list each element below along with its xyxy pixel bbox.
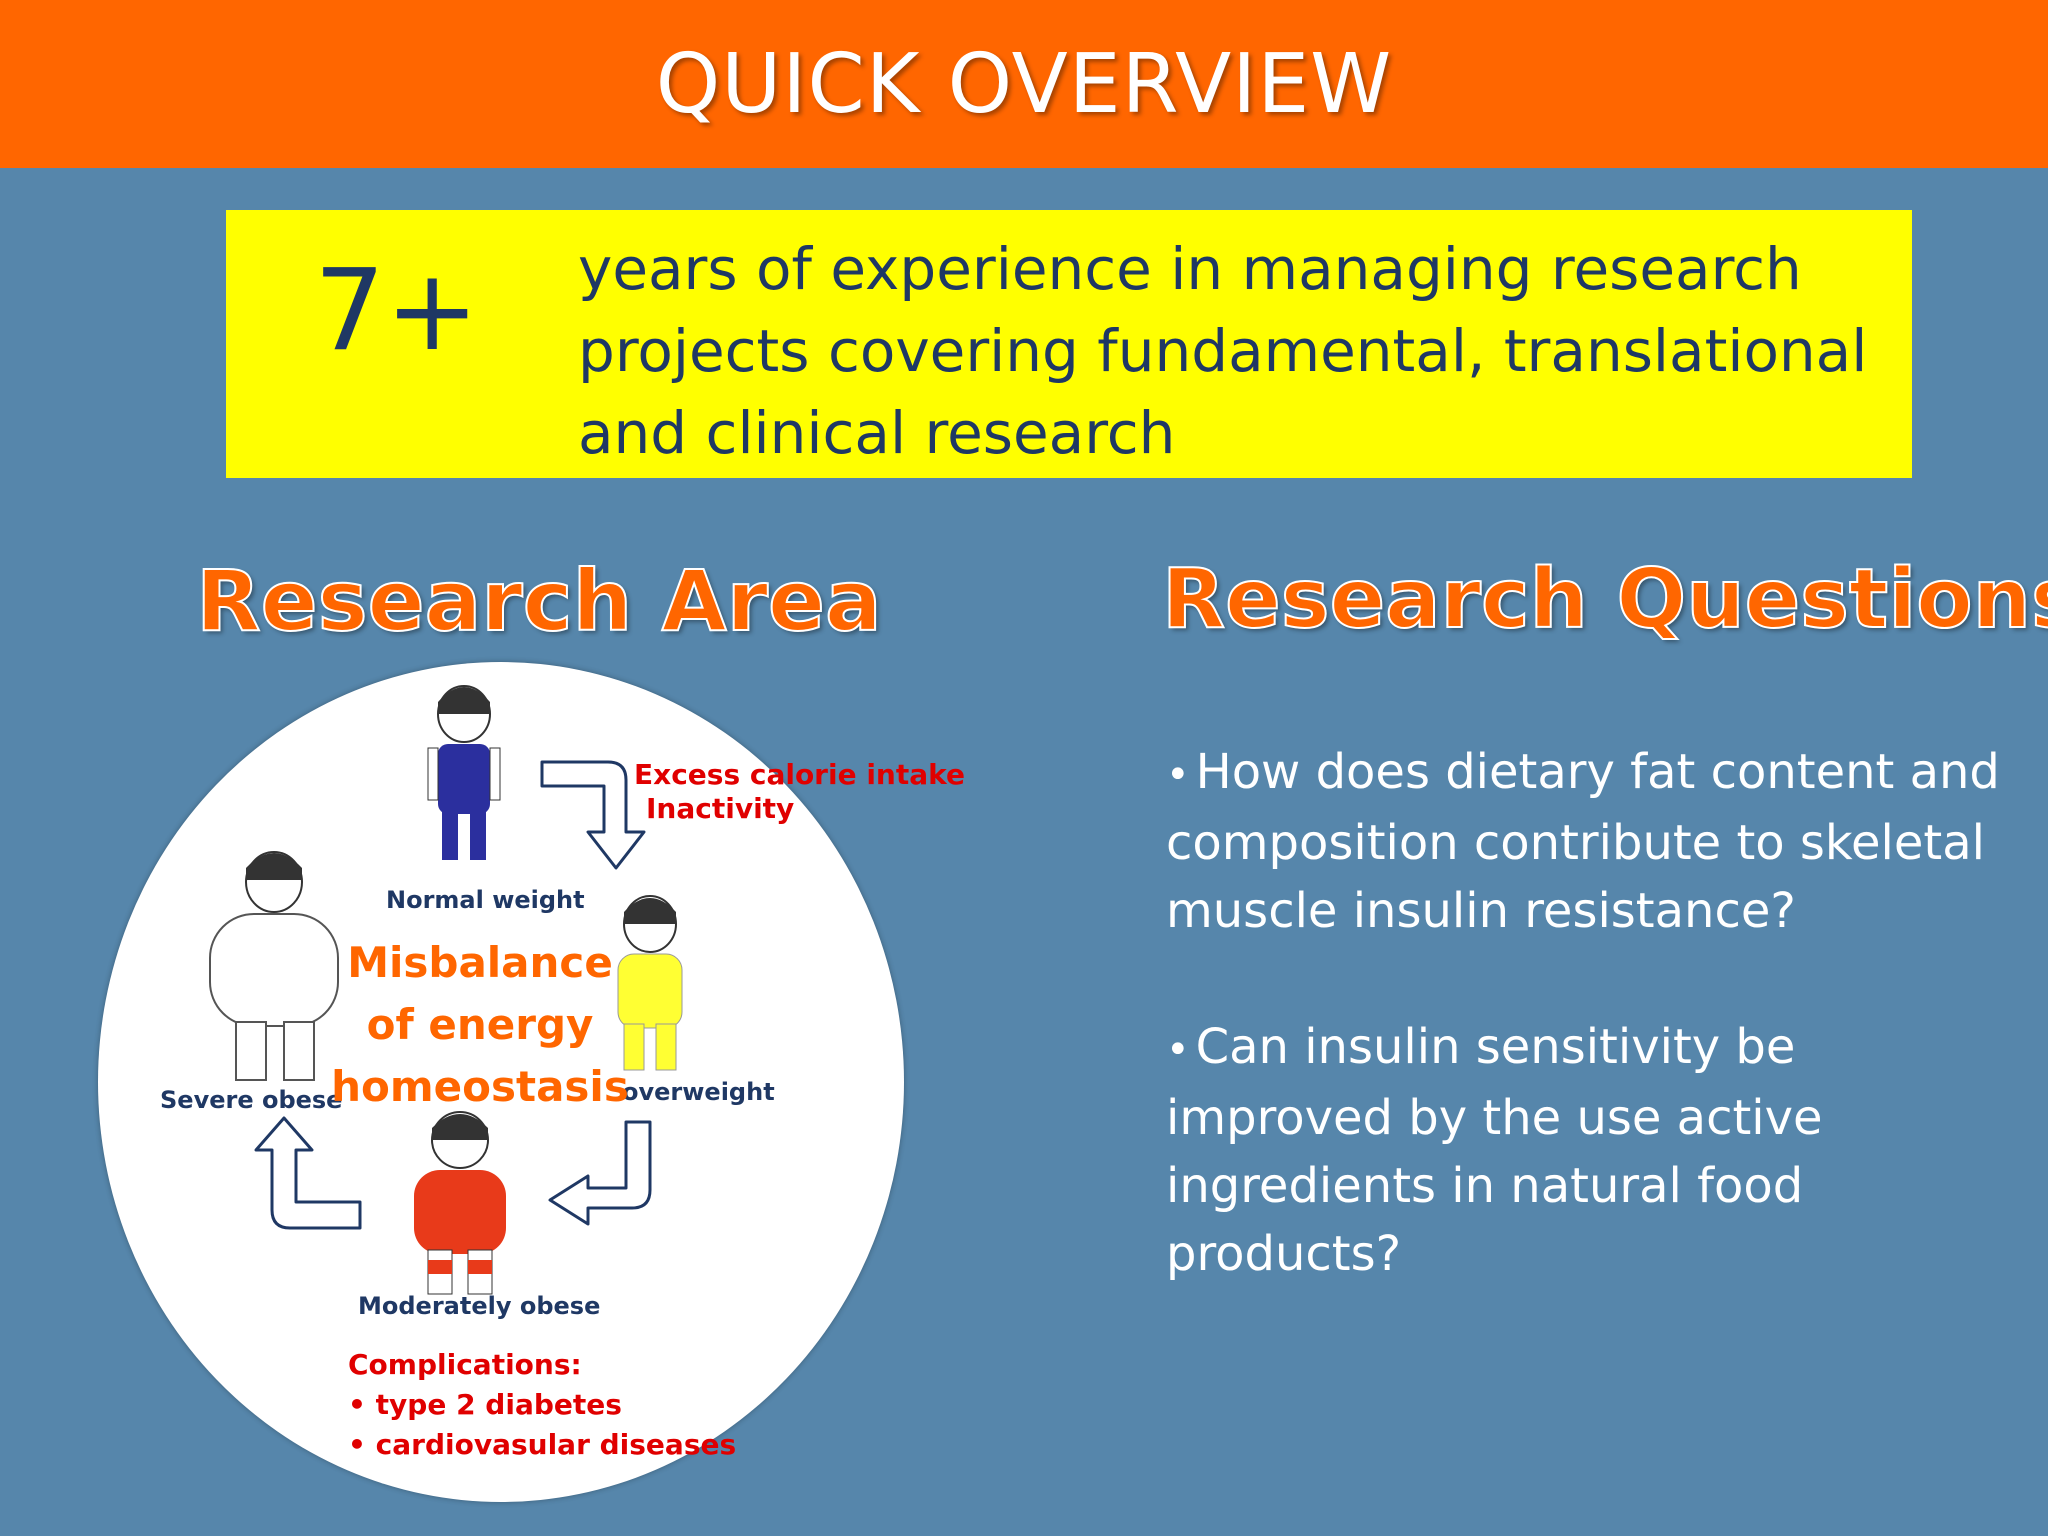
label-excess-calorie: Excess calorie intake xyxy=(634,758,965,791)
arrow-normal-to-overweight-icon xyxy=(540,760,646,870)
complication-item: • cardiovasular diseases xyxy=(348,1428,737,1461)
research-questions-list: •How does dietary fat content and compos… xyxy=(1166,738,2016,1356)
complications-title: Complications: xyxy=(348,1348,582,1381)
complication-item-text: cardiovasular diseases xyxy=(375,1428,737,1461)
label-normal-weight: Normal weight xyxy=(386,886,585,914)
page-title: QUICK OVERVIEW xyxy=(655,36,1393,132)
center-line: homeostasis xyxy=(331,1062,629,1111)
research-area-heading: Research Area xyxy=(195,551,883,651)
arrow-overweight-to-moderate-icon xyxy=(548,1120,652,1226)
research-questions-heading: Research Questions xyxy=(1161,551,2048,648)
label-inactivity: Inactivity xyxy=(646,792,795,825)
figure-overweight-icon xyxy=(617,895,683,1071)
label-severe-obese: Severe obese xyxy=(160,1086,343,1114)
label-moderately-obese: Moderately obese xyxy=(358,1292,601,1320)
complication-item: • type 2 diabetes xyxy=(348,1388,622,1421)
stat-description: years of experience in managing research… xyxy=(578,235,1868,467)
header-bar: QUICK OVERVIEW xyxy=(0,0,2048,168)
label-overweight: overweight xyxy=(622,1078,775,1106)
question-item: •How does dietary fat content and compos… xyxy=(1166,738,2016,945)
figure-severe-obese-icon xyxy=(209,851,339,1081)
stat-highlight-box: 7+ years of experience in managing resea… xyxy=(226,210,1912,478)
complication-item-text: type 2 diabetes xyxy=(375,1388,622,1421)
question-item: •Can insulin sensitivity be improved by … xyxy=(1166,1013,2016,1288)
question-text: Can insulin sensitivity be improved by t… xyxy=(1166,1019,1823,1282)
bullet-icon: • xyxy=(1166,752,1190,798)
center-misbalance-text: Misbalance of energy homeostasis xyxy=(320,932,640,1118)
diagram-circle xyxy=(98,662,904,1502)
figure-moderately-obese-icon xyxy=(414,1111,506,1295)
figure-normal-weight-icon xyxy=(427,685,501,860)
energy-cycle-diagram xyxy=(209,685,683,1295)
arrow-moderate-to-severe-icon xyxy=(254,1116,362,1230)
stat-number: 7+ xyxy=(314,246,480,376)
bullet-icon: • xyxy=(1166,1027,1190,1073)
center-line: Misbalance xyxy=(347,938,613,987)
question-text: How does dietary fat content and composi… xyxy=(1166,744,2000,939)
center-line: of energy xyxy=(366,1000,594,1049)
